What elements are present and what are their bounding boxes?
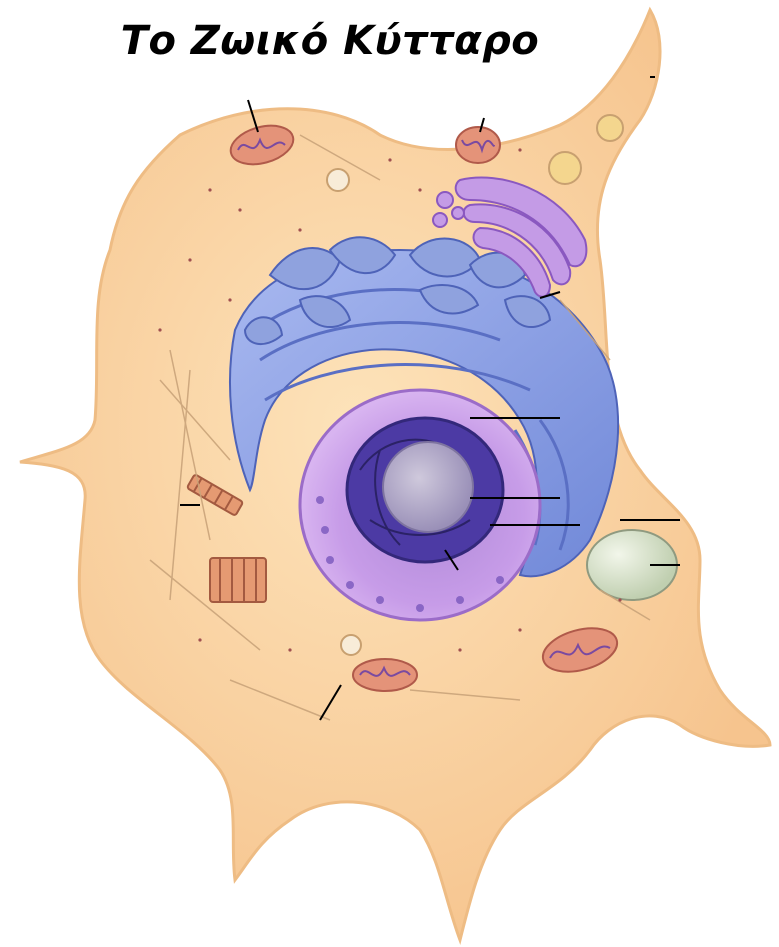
nucleolus-icon <box>383 442 473 532</box>
